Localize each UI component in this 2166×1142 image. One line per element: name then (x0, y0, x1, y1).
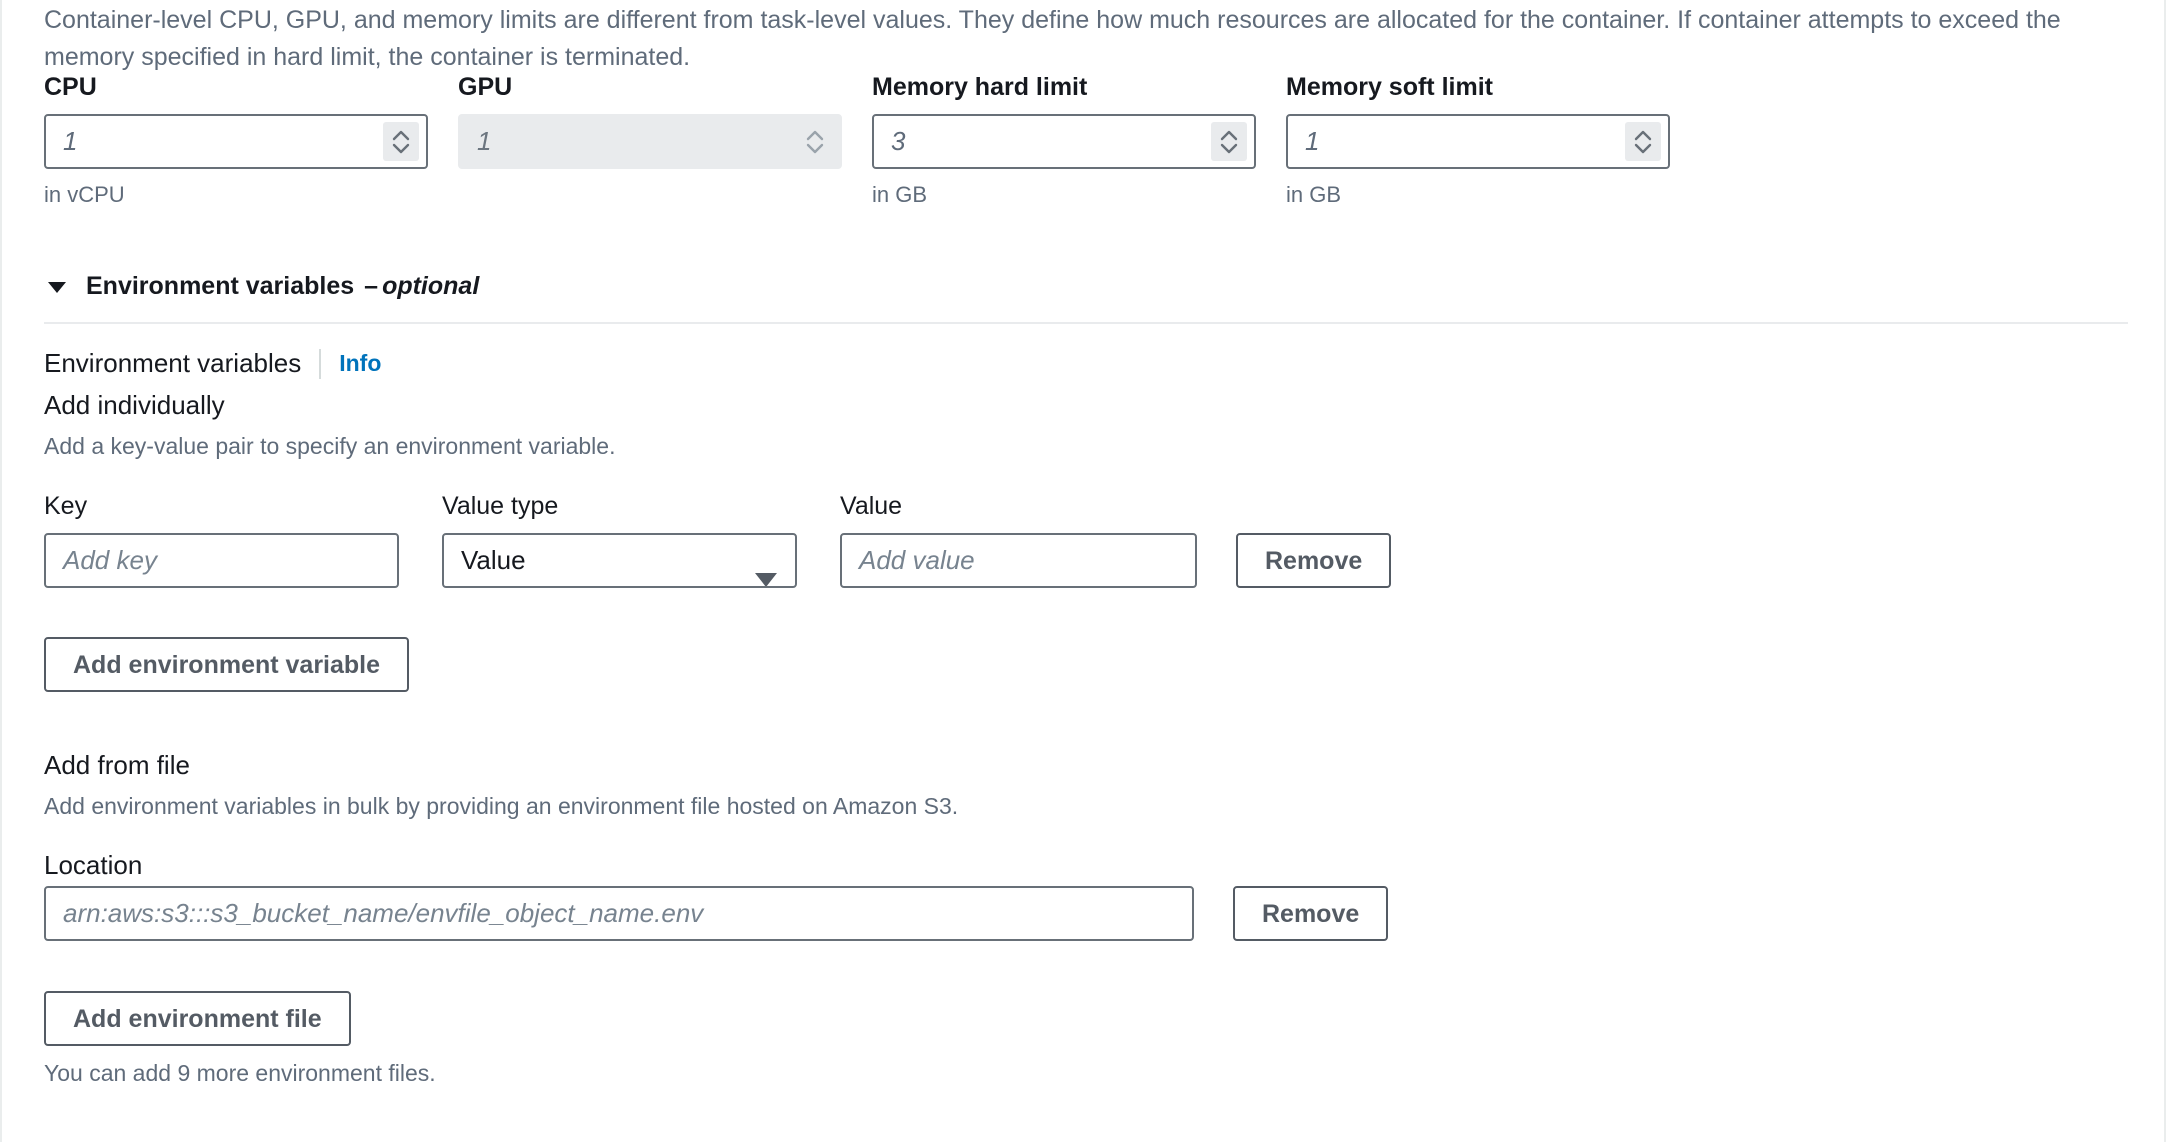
environment-variable-row: Key Add key Value type Value Value Add v… (44, 492, 1392, 588)
memory-hard-limit-group: Memory hard limit 3 in GB (872, 73, 1256, 208)
memory-soft-limit-constraint: in GB (1286, 182, 1342, 207)
location-label: Location (44, 850, 143, 880)
section-title-optional: optional (382, 272, 480, 300)
key-label: Key (44, 492, 88, 520)
chevron-down-icon (753, 555, 779, 586)
info-link[interactable]: Info (339, 350, 382, 376)
environment-variables-label-row: Environment variables Info (44, 348, 381, 379)
environment-variables-section-header[interactable]: Environment variables – optional (44, 272, 479, 301)
value-label: Value (840, 492, 903, 520)
value-input[interactable]: Add value (840, 533, 1197, 588)
stepper-chevrons-icon (1634, 130, 1652, 153)
environment-variables-section-title: Environment variables (86, 272, 355, 300)
add-environment-file-button[interactable]: Add environment file (44, 991, 351, 1046)
memory-soft-limit-input[interactable]: 1 (1286, 114, 1670, 169)
chevron-down-icon[interactable] (44, 274, 70, 300)
cpu-constraint: in vCPU (44, 182, 125, 207)
cpu-input-wrapper: 1 (44, 114, 428, 169)
gpu-label: GPU (458, 73, 513, 101)
add-from-file-block: Add from file Add environment variables … (44, 750, 958, 881)
value-type-select[interactable]: Value (442, 533, 797, 588)
section-title-dash: – (364, 272, 379, 300)
key-field-group: Key Add key (44, 492, 399, 588)
value-type-label: Value type (442, 492, 559, 520)
memory-soft-limit-stepper[interactable] (1625, 122, 1661, 161)
memory-hard-limit-input-wrapper: 3 (872, 114, 1256, 169)
resource-description: Container-level CPU, GPU, and memory lim… (44, 6, 2061, 71)
memory-hard-limit-input[interactable]: 3 (872, 114, 1256, 169)
environment-file-row: arn:aws:s3:::s3_bucket_name/envfile_obje… (44, 886, 1389, 941)
add-environment-variable-button[interactable]: Add environment variable (44, 637, 410, 692)
add-individually-description: Add a key-value pair to specify an envir… (44, 433, 616, 459)
key-input[interactable]: Add key (44, 533, 399, 588)
remove-environment-variable-button[interactable]: Remove (1236, 533, 1392, 588)
memory-hard-limit-stepper[interactable] (1211, 122, 1247, 161)
memory-soft-limit-group: Memory soft limit 1 in GB (1286, 73, 1670, 208)
add-individually-heading: Add individually (44, 390, 225, 420)
gpu-stepper (797, 122, 833, 161)
cpu-label: CPU (44, 73, 97, 101)
memory-soft-limit-input-wrapper: 1 (1286, 114, 1670, 169)
cpu-stepper[interactable] (383, 122, 419, 161)
environment-file-helper-text: You can add 9 more environment files. (44, 1060, 436, 1086)
memory-hard-limit-label: Memory hard limit (872, 73, 1088, 101)
cpu-field-group: CPU 1 in vCPU (44, 73, 428, 208)
add-individually-block: Add individually Add a key-value pair to… (44, 390, 615, 460)
memory-soft-limit-label: Memory soft limit (1286, 73, 1493, 101)
add-from-file-heading: Add from file (44, 750, 190, 780)
label-separator (319, 348, 322, 379)
gpu-input: 1 (458, 114, 842, 169)
environment-variables-field-label: Environment variables (44, 348, 302, 378)
stepper-chevrons-icon (806, 130, 824, 153)
value-type-selected-value: Value (461, 545, 526, 575)
cpu-input[interactable]: 1 (44, 114, 428, 169)
add-environment-file-wrapper: Add environment file You can add 9 more … (44, 991, 436, 1087)
gpu-field-group: GPU 1 (458, 73, 842, 208)
resource-limits-row: CPU 1 in vCPU GPU 1 (44, 73, 2128, 208)
memory-hard-limit-constraint: in GB (872, 182, 928, 207)
add-environment-variable-wrapper: Add environment variable (44, 637, 410, 692)
stepper-chevrons-icon (1220, 130, 1238, 153)
section-divider (44, 322, 2128, 324)
location-input[interactable]: arn:aws:s3:::s3_bucket_name/envfile_obje… (44, 886, 1194, 941)
location-field-group: arn:aws:s3:::s3_bucket_name/envfile_obje… (44, 886, 1194, 941)
remove-environment-file-button[interactable]: Remove (1233, 886, 1389, 941)
stepper-chevrons-icon (392, 130, 410, 153)
value-field-group: Value Add value (840, 492, 1197, 588)
add-from-file-description: Add environment variables in bulk by pro… (44, 793, 959, 819)
description-block: Container-level CPU, GPU, and memory lim… (44, 0, 2128, 76)
gpu-input-wrapper: 1 (458, 114, 842, 169)
value-type-field-group: Value type Value (442, 492, 797, 588)
